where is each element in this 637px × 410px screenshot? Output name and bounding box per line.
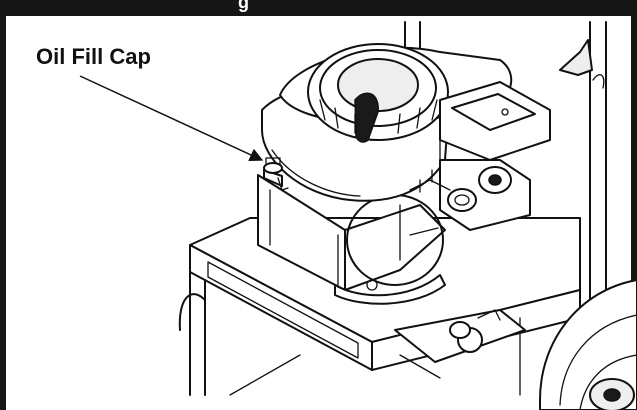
oil-fill-cap-label: Oil Fill Cap xyxy=(36,44,151,69)
cart-wheel xyxy=(539,279,637,410)
oil-fill-cap xyxy=(263,157,289,191)
engine-block xyxy=(257,43,551,305)
pump-assembly xyxy=(394,309,526,379)
header-fragment: g xyxy=(238,0,249,12)
callout-leader-arrow xyxy=(79,75,264,162)
